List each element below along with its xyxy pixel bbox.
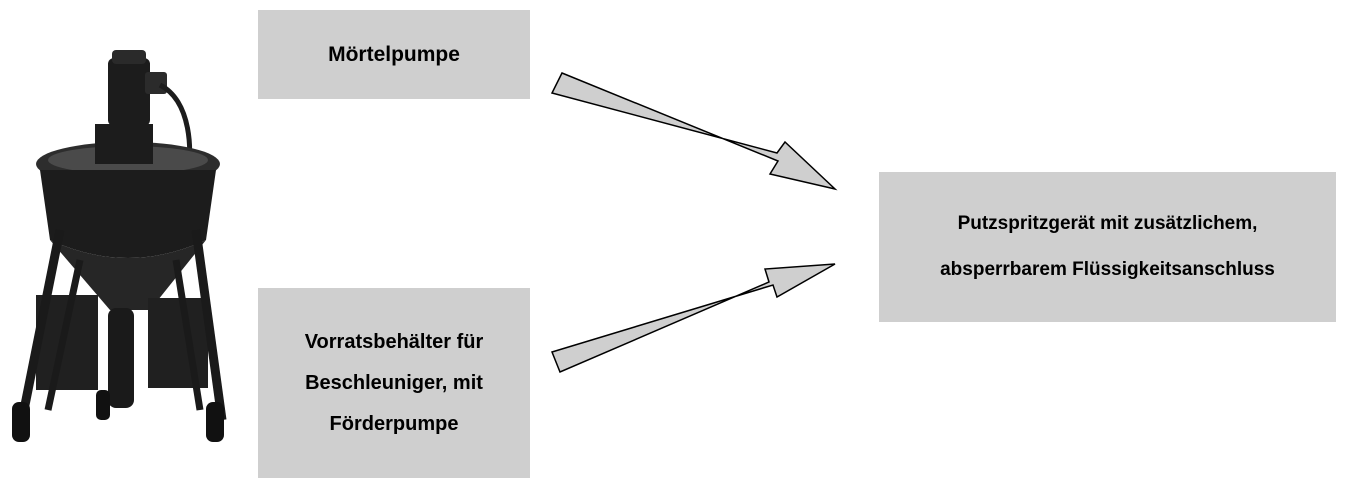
node-accelerator-tank-line-2: Beschleuniger, mit xyxy=(305,371,483,394)
node-plaster-sprayer-line-1: Putzspritzgerät mit zusätzlichem, xyxy=(957,213,1258,234)
node-plaster-sprayer-line-2: absperrbarem Flüssigkeitsanschluss xyxy=(940,259,1275,280)
node-accelerator-tank-line-3: Förderpumpe xyxy=(329,412,459,435)
node-plaster-sprayer: Putzspritzgerät mit zusätzlichem, absper… xyxy=(879,172,1336,322)
node-accelerator-tank-line-1: Vorratsbehälter für xyxy=(304,330,484,353)
node-mortar-pump: Mörtelpumpe xyxy=(258,10,530,99)
plaster-sprayer-machine-image xyxy=(12,50,227,442)
arrow-pump-to-device xyxy=(550,72,838,191)
node-mortar-pump-label: Mörtelpumpe xyxy=(328,42,460,66)
node-accelerator-tank: Vorratsbehälter für Beschleuniger, mit F… xyxy=(258,288,530,478)
arrow-tank-to-device xyxy=(551,263,836,373)
